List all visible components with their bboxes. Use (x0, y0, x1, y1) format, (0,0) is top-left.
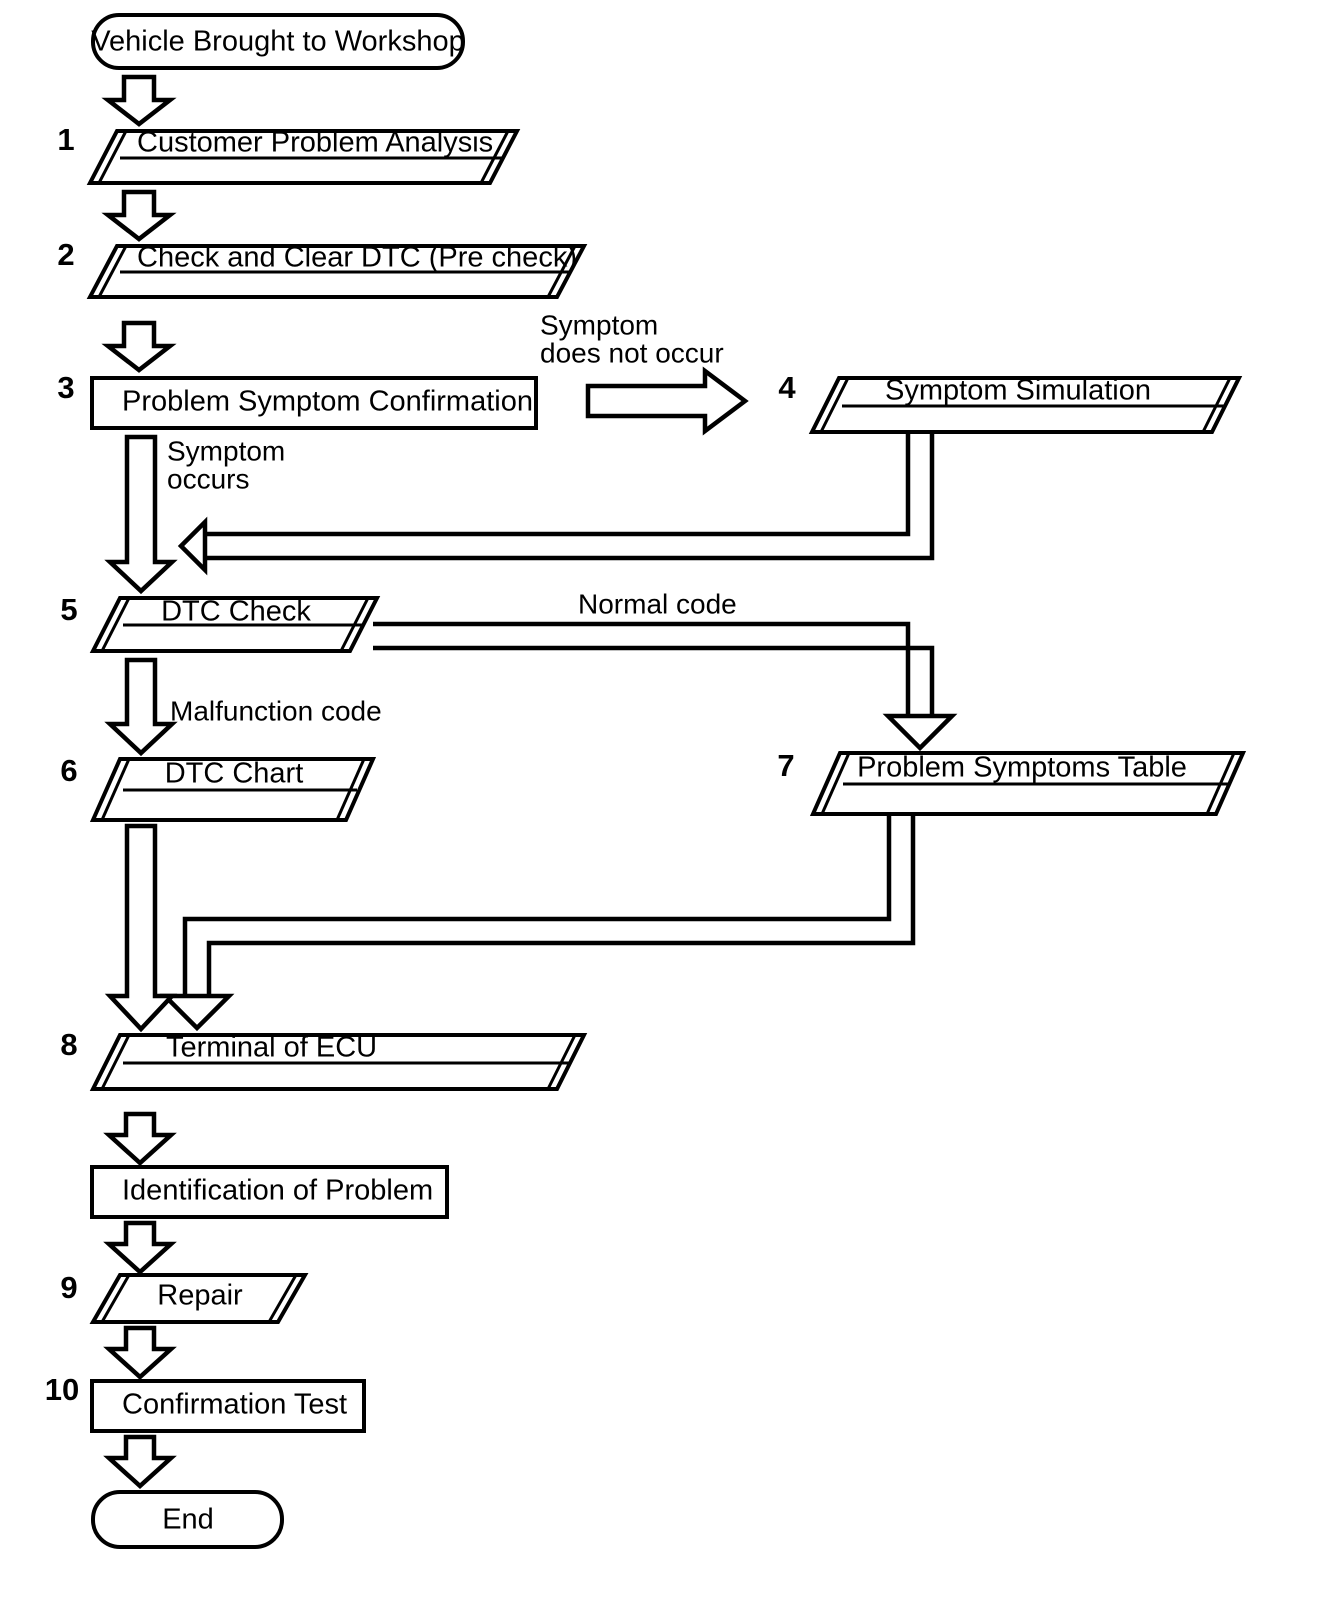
feedback-arrowhead-left (177, 516, 208, 576)
node-2: 2 Check and Clear DTC (Pre check) (57, 237, 588, 299)
end-terminator-shape (91, 1490, 284, 1549)
node-4-number: 4 (778, 370, 796, 405)
path-7-to-8-inner (206, 814, 916, 1000)
node-start: Vehicle Brought to Workshop (91, 13, 465, 70)
node-8-left-band (100, 1034, 131, 1090)
node-5-number: 5 (60, 592, 77, 627)
node-9-number: 9 (60, 1270, 77, 1305)
node-end: End (91, 1490, 284, 1549)
arrow-1-to-2 (101, 189, 177, 242)
feedback-4-to-5-outer (205, 432, 911, 537)
node-10: 10 Confirmation Test (45, 1372, 366, 1433)
node-7-label: Problem Symptoms Table (857, 752, 1187, 784)
node-8: 8 Terminal of ECU (60, 1027, 588, 1091)
node-9-shape-outer (89, 1273, 309, 1324)
start-terminator-shape (91, 13, 465, 70)
node-identification-shape (90, 1165, 449, 1219)
arrow-8-to-identification (103, 1111, 177, 1167)
arrow-2-to-3 (101, 320, 177, 373)
node-10-number: 10 (45, 1372, 79, 1407)
node-3-shape (90, 376, 538, 430)
node-7-left-band (820, 752, 851, 815)
node-10-label: Confirmation Test (122, 1389, 347, 1421)
arrowhead-normal-code-down (882, 713, 958, 752)
arrow-6-to-8 (104, 823, 178, 1033)
arrow-3-to-5 (104, 434, 178, 595)
arrow-3-to-4 (585, 366, 749, 436)
arrow-9-to-10 (103, 1325, 177, 1381)
node-4-label: Symptom Simulation (885, 375, 1151, 407)
node-5: 5 DTC Check (60, 592, 381, 653)
node-8-label: Terminal of ECU (166, 1032, 377, 1064)
node-1-label: Customer Problem Analysis (137, 127, 493, 159)
node-5-label: DTC Check (161, 596, 311, 628)
node-9: 9 Repair (60, 1270, 309, 1324)
arrow-identification-to-9 (103, 1220, 177, 1276)
node-3-number: 3 (57, 370, 74, 405)
svg-text:Symptom: Symptom (540, 309, 658, 340)
node-4: 4 Symptom Simulation (778, 370, 1243, 434)
path-normal-code-outer (373, 621, 911, 720)
node-8-number: 8 (60, 1027, 77, 1062)
node-9-right-band (267, 1274, 298, 1323)
node-7: 7 Problem Symptoms Table (777, 748, 1247, 816)
svg-text:does not occur: does not occur (540, 337, 724, 368)
node-identification-label: Identification of Problem (122, 1175, 433, 1207)
edge-label-symptom-does-not-occur: Symptom does not occur (540, 309, 724, 368)
node-6: 6 DTC Chart (60, 753, 377, 822)
svg-text:occurs: occurs (167, 463, 249, 494)
node-6-left-band (100, 758, 131, 821)
arrow-start-to-1 (101, 74, 177, 127)
node-2-number: 2 (57, 237, 74, 272)
arrow-5-to-6 (104, 657, 178, 757)
edge-label-normal-code: Normal code (578, 588, 737, 619)
node-3: 3 Problem Symptom Confirmation (57, 370, 538, 430)
node-1-number: 1 (57, 122, 74, 157)
end-label: End (162, 1504, 214, 1536)
node-2-label: Check and Clear DTC (Pre check) (137, 242, 577, 274)
node-1-left-band (97, 130, 128, 184)
edge-label-symptom-occurs: Symptom occurs (167, 435, 285, 494)
path-7-to-8-outer (182, 814, 892, 1000)
node-7-number: 7 (777, 748, 794, 783)
arrowhead-7-to-8-down (159, 993, 235, 1032)
node-4-left-band (819, 377, 850, 433)
feedback-4-to-5-inner (205, 432, 935, 561)
path-normal-code-inner (373, 645, 935, 720)
arrow-10-to-end (103, 1434, 177, 1490)
node-2-left-band (97, 245, 128, 298)
node-identification: Identification of Problem (90, 1165, 449, 1219)
node-6-number: 6 (60, 753, 77, 788)
node-6-label: DTC Chart (165, 758, 304, 790)
node-5-left-band (100, 597, 131, 652)
start-label: Vehicle Brought to Workshop (91, 26, 464, 58)
node-10-shape (90, 1379, 366, 1433)
node-9-label: Repair (157, 1280, 243, 1312)
node-1: 1 Customer Problem Analysis (57, 122, 521, 185)
node-3-label: Problem Symptom Confirmation (122, 386, 533, 418)
node-9-left-band (100, 1274, 131, 1323)
svg-text:Symptom: Symptom (167, 435, 285, 466)
edge-label-malfunction-code: Malfunction code (170, 695, 382, 726)
